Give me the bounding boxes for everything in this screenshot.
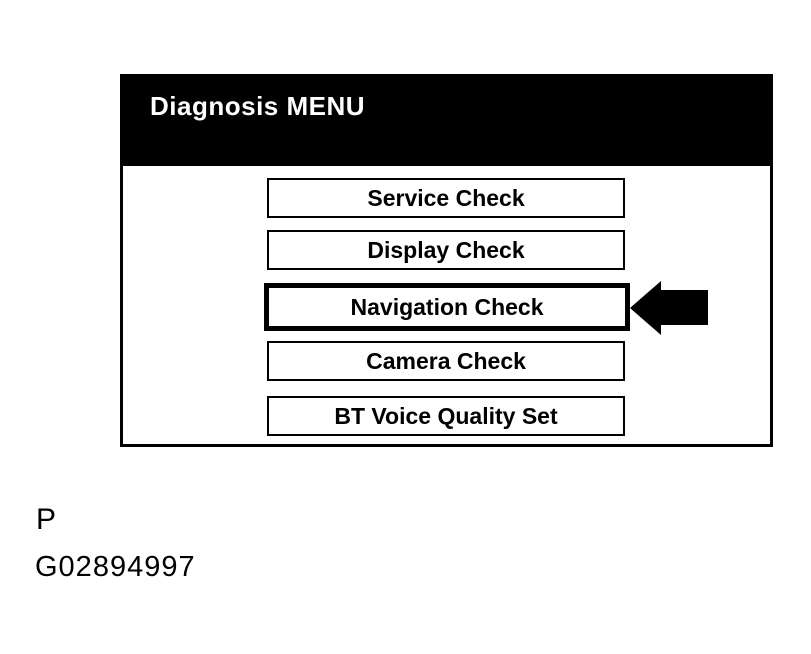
figure-id: G02894997 xyxy=(35,551,196,583)
menu-button-bt-voice-quality-set[interactable]: BT Voice Quality Set xyxy=(267,396,625,436)
menu-button-display-check[interactable]: Display Check xyxy=(267,230,625,270)
menu-button-service-check[interactable]: Service Check xyxy=(267,178,625,218)
menu-button-navigation-check[interactable]: Navigation Check xyxy=(264,283,630,331)
page-title: Diagnosis MENU xyxy=(150,91,366,121)
diagnosis-menu-panel: Diagnosis MENU Service Check Display Che… xyxy=(120,74,773,447)
caption-letter: P xyxy=(36,503,57,536)
selection-arrow-icon xyxy=(630,281,708,335)
panel-header: Diagnosis MENU xyxy=(122,76,771,166)
menu-button-camera-check[interactable]: Camera Check xyxy=(267,341,625,381)
